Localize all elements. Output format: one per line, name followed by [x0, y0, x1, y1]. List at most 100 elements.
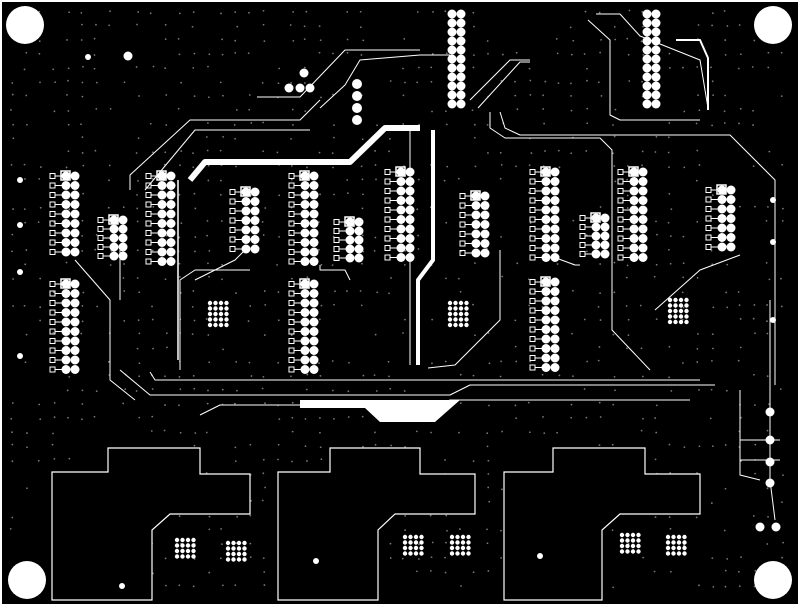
thermal-via	[671, 534, 676, 540]
header-pad	[541, 186, 551, 196]
via-dot	[780, 305, 783, 308]
via-dot	[81, 219, 84, 222]
via-dot	[654, 151, 657, 153]
thermal-via	[682, 534, 687, 540]
smd-pad	[384, 216, 391, 223]
header-pad	[591, 249, 601, 259]
via-dot	[486, 542, 489, 545]
power-zone	[503, 447, 701, 601]
via-dot	[614, 108, 617, 111]
header-pad	[638, 224, 648, 234]
via-dot	[38, 403, 41, 406]
via-dot	[292, 40, 295, 42]
via-dot	[277, 458, 279, 461]
via-dot	[262, 472, 265, 475]
via-dot	[95, 390, 98, 393]
via-dot	[38, 52, 41, 55]
signal-trace	[149, 371, 700, 381]
smd-pad	[617, 197, 624, 204]
via-dot	[250, 122, 253, 124]
thermal-via	[413, 551, 419, 556]
via-dot	[681, 318, 684, 321]
smd-pad	[705, 187, 712, 193]
via-dot	[220, 220, 223, 222]
header-pad	[345, 235, 355, 245]
thermal-via	[447, 322, 453, 328]
via-dot	[208, 528, 211, 531]
via-dot	[248, 11, 250, 14]
header-pad	[638, 186, 648, 196]
via-dot	[683, 446, 686, 449]
via-dot	[320, 458, 323, 461]
via-dot	[108, 164, 111, 167]
mounting-hole	[6, 6, 44, 44]
via-dot	[39, 166, 42, 168]
via-dot	[194, 250, 196, 253]
thermal-via	[464, 317, 469, 322]
header-pad	[61, 171, 71, 181]
via-dot	[290, 137, 292, 140]
via-dot	[766, 375, 769, 378]
via-pad	[17, 177, 23, 183]
via-dot	[555, 38, 558, 40]
via-dot	[417, 178, 420, 181]
via-dot	[331, 152, 334, 155]
smd-pad	[705, 234, 712, 241]
via-dot	[697, 333, 699, 335]
thermal-via	[224, 322, 229, 328]
via-dot	[192, 152, 194, 154]
via-dot	[278, 418, 281, 420]
via-dot	[249, 556, 252, 559]
thermal-via	[464, 306, 469, 311]
via-dot	[236, 25, 239, 28]
thermal-via	[453, 322, 458, 328]
header-pad	[166, 247, 176, 257]
thermal-via	[402, 551, 408, 556]
connector-pad	[651, 72, 661, 82]
via-dot	[487, 152, 489, 154]
via-dot	[626, 194, 629, 197]
via-dot	[178, 276, 181, 278]
via-dot	[207, 262, 209, 265]
via-dot	[569, 26, 572, 29]
via-dot	[138, 291, 141, 294]
thermal-via	[207, 317, 213, 322]
thermal-via	[682, 540, 687, 545]
smd-pad	[333, 246, 340, 252]
via-dot	[177, 37, 180, 40]
via-dot	[291, 430, 294, 433]
header-pad	[70, 200, 80, 209]
via-dot	[752, 109, 754, 112]
via-dot	[557, 149, 560, 152]
thermal-via	[630, 532, 636, 538]
via-dot	[235, 361, 238, 363]
via-dot	[39, 306, 42, 309]
header-pad	[396, 215, 406, 224]
via-dot	[318, 362, 320, 365]
signal-trace	[119, 369, 715, 396]
thermal-via	[218, 317, 224, 322]
via-dot	[81, 23, 83, 26]
header-pad	[166, 257, 176, 266]
smd-pad	[459, 231, 466, 237]
via-dot	[626, 264, 629, 267]
header-pad	[405, 215, 415, 224]
via-dot	[262, 234, 265, 236]
header-pad	[480, 220, 490, 229]
header-pad	[250, 244, 260, 254]
via-dot	[81, 389, 84, 392]
via-dot	[320, 263, 323, 266]
via-dot	[95, 233, 98, 236]
header-pad	[157, 200, 167, 209]
header-pad	[309, 247, 319, 257]
via-dot	[194, 236, 197, 238]
header-pad	[300, 247, 310, 257]
smd-pad	[617, 216, 624, 223]
header-pad	[61, 346, 71, 355]
header-pad	[471, 191, 481, 201]
thermal-via	[636, 543, 641, 549]
thermal-via	[236, 546, 242, 551]
via-dot	[318, 151, 321, 154]
via-dot	[429, 569, 432, 572]
via-dot	[262, 557, 265, 560]
